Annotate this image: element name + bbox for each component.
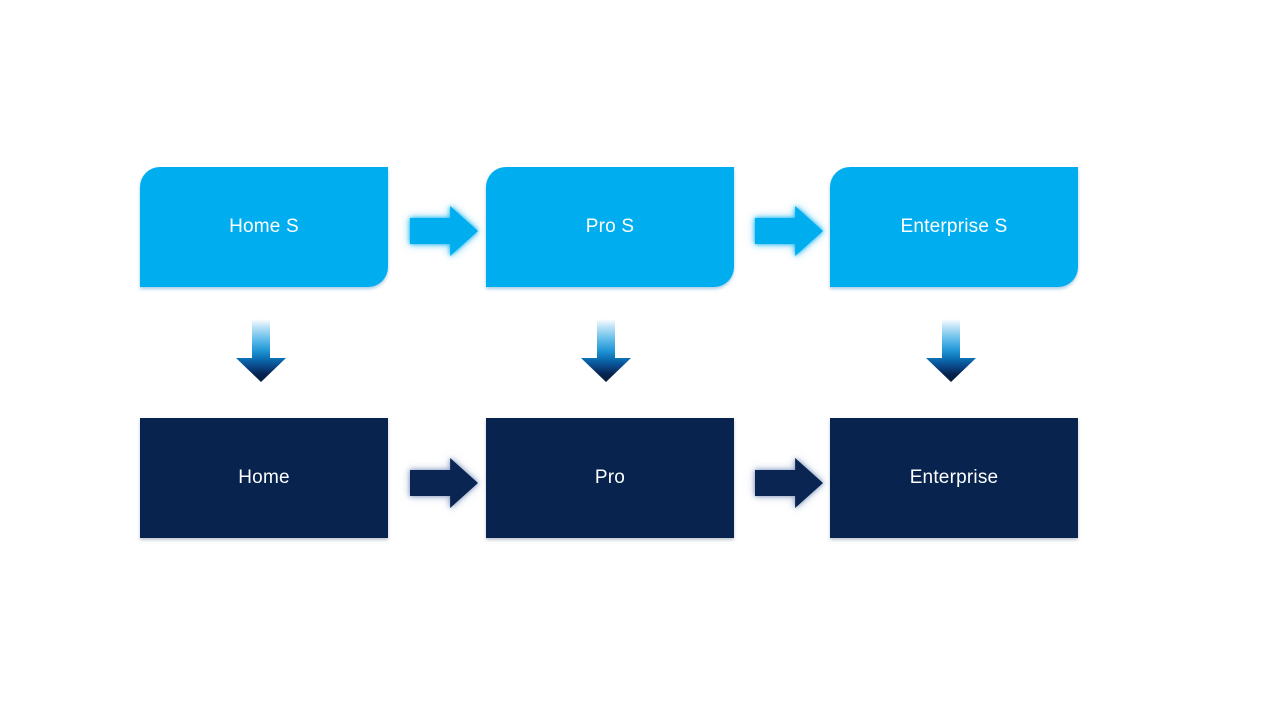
node-home-label: Home bbox=[238, 467, 290, 488]
node-enterprise: Enterprise bbox=[830, 418, 1078, 538]
node-pro-s-label: Pro S bbox=[585, 216, 635, 237]
arrow-down-home-s-to-home-icon bbox=[236, 319, 286, 382]
node-home-s-label: Home S bbox=[229, 216, 299, 237]
node-home-s: Home S bbox=[140, 167, 388, 287]
arrow-right-home-s-to-pro-s-icon bbox=[410, 206, 478, 256]
arrow-right-home-to-pro-icon bbox=[410, 458, 478, 508]
node-enterprise-s: Enterprise S bbox=[830, 167, 1078, 287]
node-home: Home bbox=[140, 418, 388, 538]
arrow-down-pro-s-to-pro-icon bbox=[581, 319, 631, 382]
node-enterprise-label: Enterprise bbox=[909, 467, 999, 488]
node-pro-s: Pro S bbox=[486, 167, 734, 287]
arrow-right-shape bbox=[410, 206, 478, 256]
arrow-down-enterprise-s-to-enterprise-icon bbox=[926, 319, 976, 382]
arrow-right-pro-to-enterprise-icon bbox=[755, 458, 823, 508]
arrow-right-pro-s-to-enterprise-s-icon bbox=[755, 206, 823, 256]
node-enterprise-s-label: Enterprise S bbox=[900, 216, 1008, 237]
arrow-right-shape bbox=[755, 206, 823, 256]
node-pro-label: Pro bbox=[594, 467, 626, 488]
arrow-right-shape bbox=[755, 458, 823, 508]
arrow-right-shape bbox=[410, 458, 478, 508]
node-pro: Pro bbox=[486, 418, 734, 538]
